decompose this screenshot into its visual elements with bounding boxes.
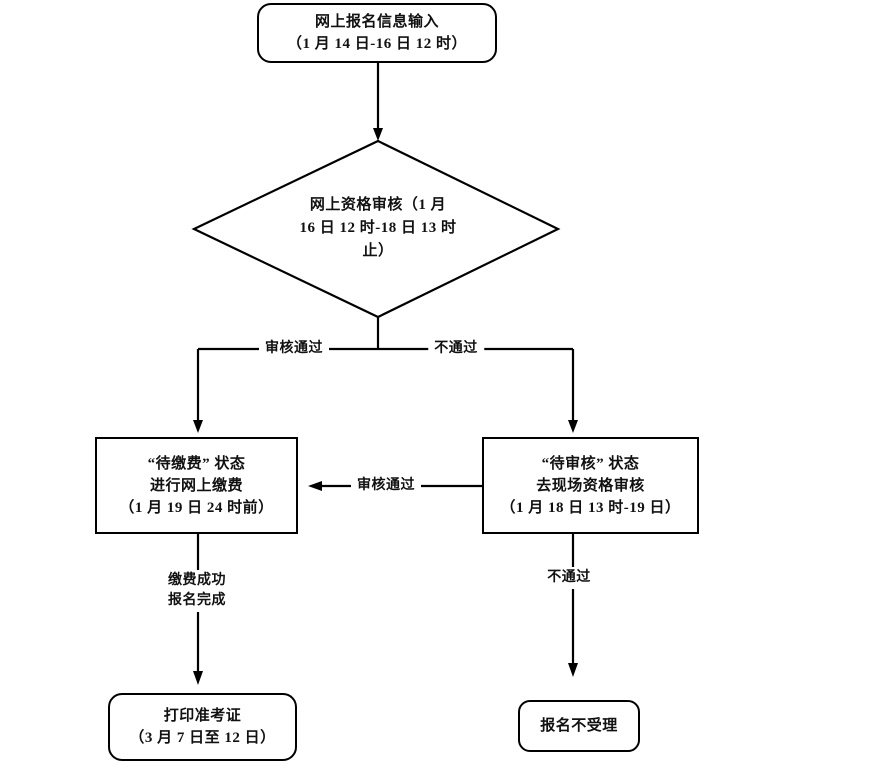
edge-label-pay-success-line-1: 缴费成功: [168, 573, 226, 588]
edge-label-review-pass: 审核通过: [259, 338, 329, 360]
arrowhead-into-reject: [568, 663, 578, 677]
node-onsite: “待审核” 状态 去现场资格审核 （1 月 18 日 13 时-19 日）: [482, 437, 699, 534]
arrowhead-into-pay: [193, 420, 203, 433]
arrowhead-onsite-to-pay: [308, 481, 322, 491]
node-start-line-1: 网上报名信息输入: [314, 14, 439, 30]
node-reject-line-1: 报名不受理: [540, 718, 618, 734]
node-review-line-3: 止）: [362, 243, 394, 259]
node-pay-line-2: 进行网上缴费: [149, 477, 243, 494]
node-pay: “待缴费” 状态 进行网上缴费 （1 月 19 日 24 时前）: [95, 437, 298, 534]
edge-label-pay-success-line-2: 报名完成: [168, 593, 226, 608]
edge-label-review-fail: 不通过: [428, 338, 484, 360]
node-review-decision: 网上资格审核（1 月 16 日 12 时-18 日 13 时 止）: [268, 194, 488, 263]
node-onsite-line-3: （1 月 18 日 13 时-19 日）: [500, 499, 681, 516]
arrowhead-into-onsite: [568, 420, 578, 433]
node-onsite-line-2: 去现场资格审核: [536, 477, 645, 494]
arrowhead-into-print: [193, 671, 203, 685]
node-print-line-1: 打印准考证: [163, 708, 242, 724]
node-start: 网上报名信息输入 （1 月 14 日-16 日 12 时）: [257, 3, 497, 63]
node-pay-line-3: （1 月 19 日 24 时前）: [119, 499, 274, 516]
edge-label-onsite-fail: 不通过: [541, 567, 597, 589]
edge-label-onsite-pass: 审核通过: [351, 475, 421, 497]
node-pay-line-1: “待缴费” 状态: [147, 455, 246, 472]
arrowhead-into-review: [373, 128, 383, 141]
node-review-line-2: 16 日 12 时-18 日 13 时: [299, 220, 457, 236]
node-review-line-1: 网上资格审核（1 月: [309, 197, 447, 213]
edge-label-pay-success: 缴费成功 报名完成: [162, 570, 232, 612]
node-print: 打印准考证 （3 月 7 日至 12 日）: [108, 693, 297, 761]
node-reject: 报名不受理: [518, 700, 640, 752]
node-start-line-2: （1 月 14 日-16 日 12 时）: [287, 36, 467, 52]
node-print-line-2: （3 月 7 日至 12 日）: [129, 730, 276, 746]
node-onsite-line-1: “待审核” 状态: [541, 455, 640, 472]
